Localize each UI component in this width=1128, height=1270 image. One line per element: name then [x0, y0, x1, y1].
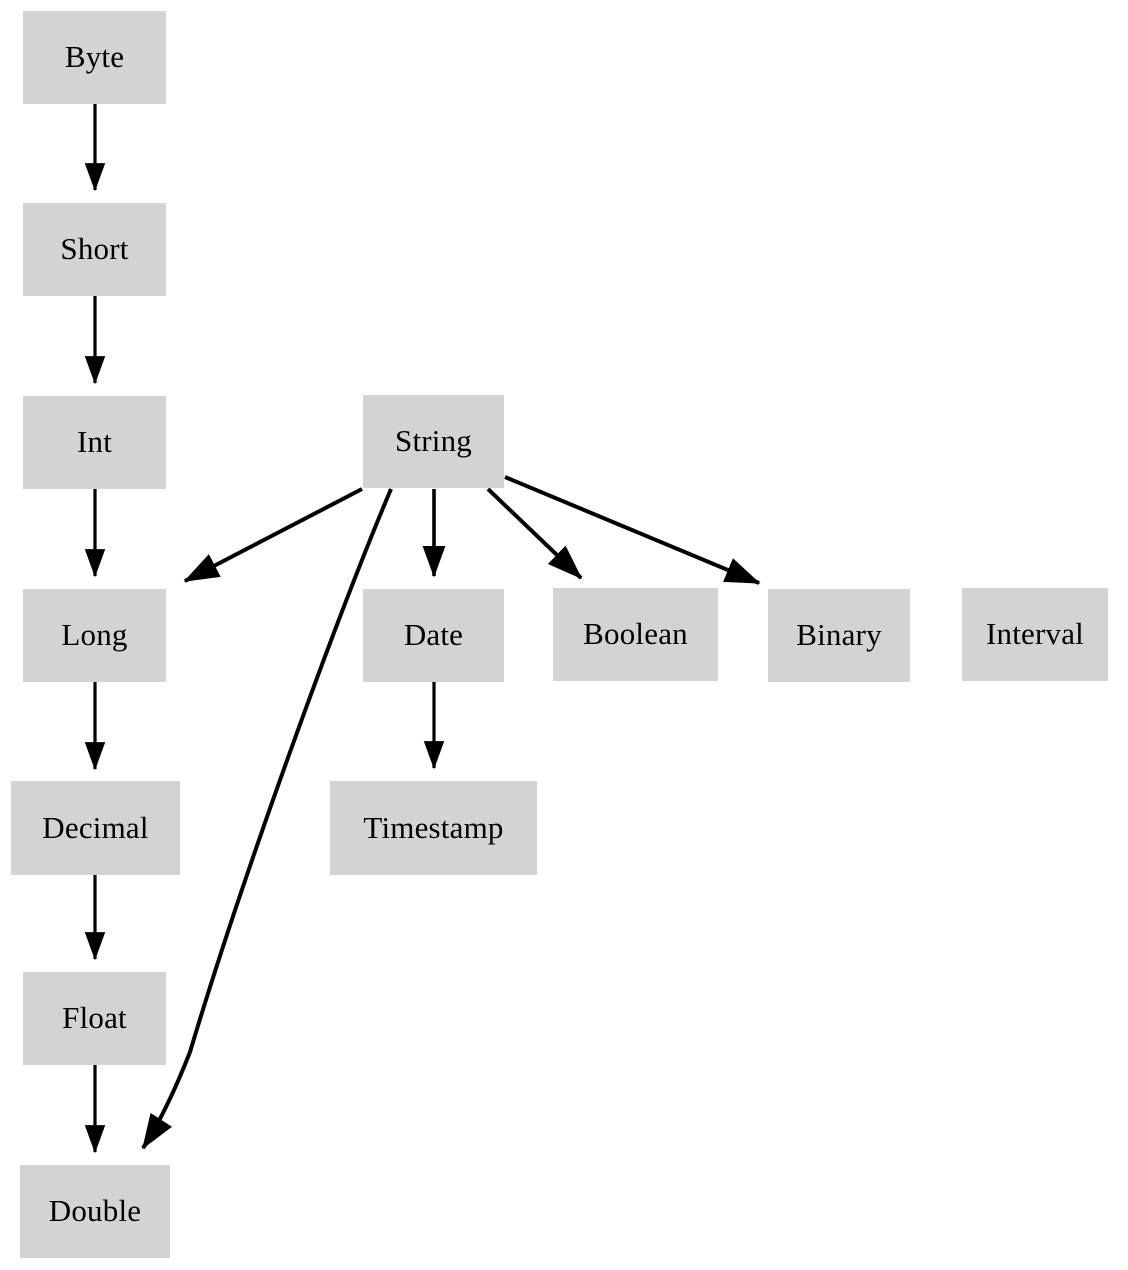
node-long[interactable]: Long — [23, 589, 166, 682]
node-short-label: Short — [60, 231, 129, 266]
node-int[interactable]: Int — [23, 396, 166, 489]
node-short[interactable]: Short — [23, 203, 166, 296]
node-binary-label: Binary — [796, 617, 882, 652]
node-double-label: Double — [48, 1193, 142, 1228]
edge-string-long — [183, 487, 363, 583]
node-decimal-label: Decimal — [42, 809, 149, 845]
node-boolean-label: Boolean — [583, 616, 688, 651]
node-float-label: Float — [62, 1000, 127, 1035]
node-interval-label: Interval — [986, 616, 1084, 651]
node-date[interactable]: Date — [363, 589, 504, 682]
node-float[interactable]: Float — [23, 972, 166, 1065]
node-decimal[interactable]: Decimal — [11, 781, 180, 875]
edge-string-boolean — [486, 487, 583, 580]
node-double[interactable]: Double — [20, 1165, 170, 1258]
node-timestamp-label: Timestamp — [363, 809, 504, 845]
node-interval[interactable]: Interval — [962, 588, 1108, 681]
node-boolean[interactable]: Boolean — [553, 588, 718, 681]
edge-string-binary — [504, 475, 761, 585]
node-date-label: Date — [403, 617, 464, 652]
node-long-label: Long — [61, 617, 128, 652]
node-byte[interactable]: Byte — [23, 11, 166, 104]
node-timestamp[interactable]: Timestamp — [330, 781, 537, 875]
node-string[interactable]: String — [363, 395, 504, 488]
node-binary[interactable]: Binary — [768, 589, 910, 682]
node-string-label: String — [395, 423, 472, 458]
node-byte-label: Byte — [64, 39, 125, 74]
node-int-label: Int — [76, 424, 113, 459]
